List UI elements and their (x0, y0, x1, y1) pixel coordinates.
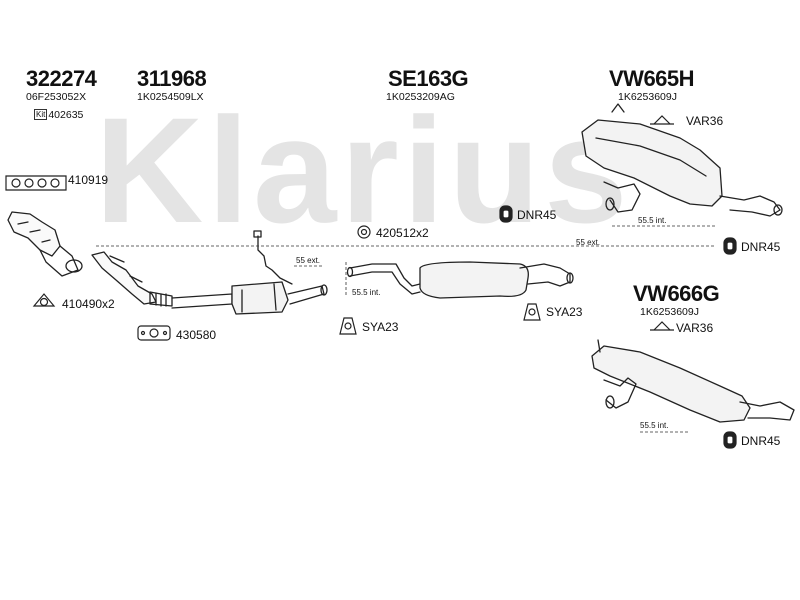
label-410919: 410919 (68, 173, 109, 187)
label-sya23-left: SYA23 (362, 320, 399, 334)
part-number-VW665H: VW665H (609, 66, 695, 91)
rear-silencer-upper (581, 103, 783, 217)
dim-ext-left: 55 ext. (296, 256, 321, 265)
part-number-VW666G: VW666G (633, 281, 720, 306)
var-clamp-lower-icon (650, 321, 674, 331)
oem-number-1K0254509LX: 1K0254509LX (137, 91, 204, 103)
label-dnr45-mid: DNR45 (741, 240, 781, 254)
kit-number: 402635 (48, 109, 84, 121)
sya-mount-right-icon (523, 303, 541, 321)
dim-int-left: 55.5 int. (352, 288, 381, 297)
part-number-322274: 322274 (26, 66, 97, 91)
label-var36-lower: VAR36 (676, 321, 714, 335)
label-dnr45-upper: DNR45 (517, 208, 557, 222)
dnr-hanger-mid-icon (723, 237, 737, 255)
label-var36-upper: VAR36 (686, 114, 724, 128)
exhaust-manifold (7, 211, 83, 277)
var-clamp-upper-icon (650, 115, 674, 125)
label-430580: 430580 (176, 328, 217, 342)
dim-ext-right: 55 ext. (576, 238, 601, 247)
rear-silencer-lower (591, 339, 795, 423)
center-pipe (346, 263, 421, 295)
dim-int-lower: 55.5 int. (640, 421, 669, 430)
part-number-SE163G: SE163G (388, 66, 469, 91)
label-dnr45-lower: DNR45 (741, 434, 781, 448)
label-410490x2: 410490x2 (62, 297, 115, 311)
oem-number-1K6253609J-lower: 1K6253609J (640, 306, 699, 318)
dnr-hanger-lower-icon (723, 431, 737, 449)
center-silencer (419, 261, 574, 299)
oem-number-1K0253209AG: 1K0253209AG (386, 91, 455, 103)
catalytic-converter (149, 281, 328, 315)
ring-gasket-icon (32, 293, 56, 307)
dnr-hanger-upper-icon (499, 205, 513, 223)
oem-number-06F253052X: 06F253052X (26, 91, 87, 103)
manifold-gasket-icon (5, 175, 67, 191)
sya-mount-left-icon (339, 317, 357, 335)
downpipe (91, 251, 157, 305)
label-420512x2: 420512x2 (376, 226, 429, 240)
oem-number-1K6253609J-upper: 1K6253609J (618, 91, 677, 103)
klarius-watermark: Klarius (95, 86, 632, 254)
kit-tag: Kit (34, 109, 48, 120)
clamp-icon (357, 225, 371, 239)
flange-gasket-icon (137, 325, 171, 341)
dim-int-upper: 55.5 int. (638, 216, 667, 225)
label-sya23-right: SYA23 (546, 305, 583, 319)
part-number-311968: 311968 (137, 66, 207, 91)
sensor-line (253, 230, 293, 285)
